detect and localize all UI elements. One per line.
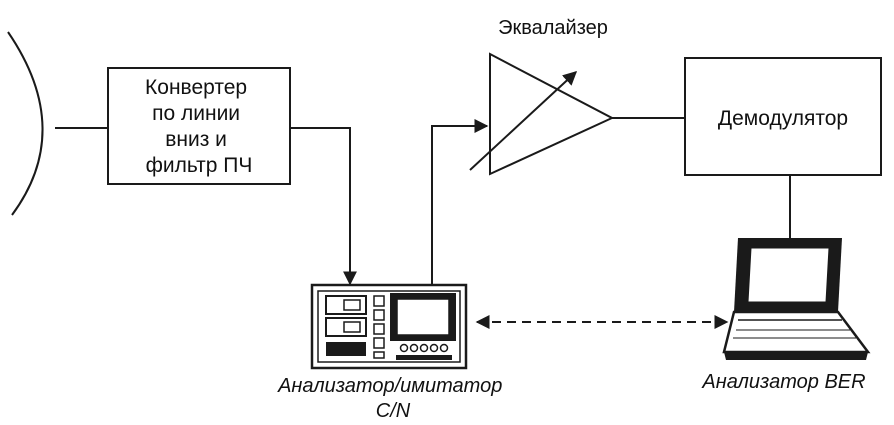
antenna-dish (7, 31, 44, 216)
converter-label-line-4: фильтр ПЧ (146, 154, 253, 177)
converter-to-analyzer-arrow (290, 127, 357, 286)
converter-label-line-2: по линии (152, 102, 240, 125)
cn-analyzer-label: Анализатор/имитатор C/N (277, 375, 508, 422)
converter-label: Конвертер по линии вниз и фильтр ПЧ (145, 76, 253, 177)
cn-analyzer-instrument (310, 283, 468, 370)
ber-analyzer-label: Анализатор BER (701, 371, 865, 393)
laptop-icon (722, 238, 871, 360)
equalizer-adjust-arrow (469, 71, 578, 171)
converter-label-line-1: Конвертер (145, 76, 247, 99)
demodulator-label: Демодулятор (718, 107, 848, 130)
equalizer-label: Эквалайзер (498, 17, 608, 39)
converter-label-line-3: вниз и (165, 128, 227, 151)
demodulator-box (684, 57, 882, 176)
cn-analyzer-label-line-2: C/N (376, 400, 411, 422)
analyzer-to-equalizer-arrow (431, 119, 489, 284)
cn-analyzer-label-line-1: Анализатор/имитатор (277, 375, 502, 397)
converter-box (107, 67, 291, 185)
equalizer-triangle (489, 52, 615, 176)
